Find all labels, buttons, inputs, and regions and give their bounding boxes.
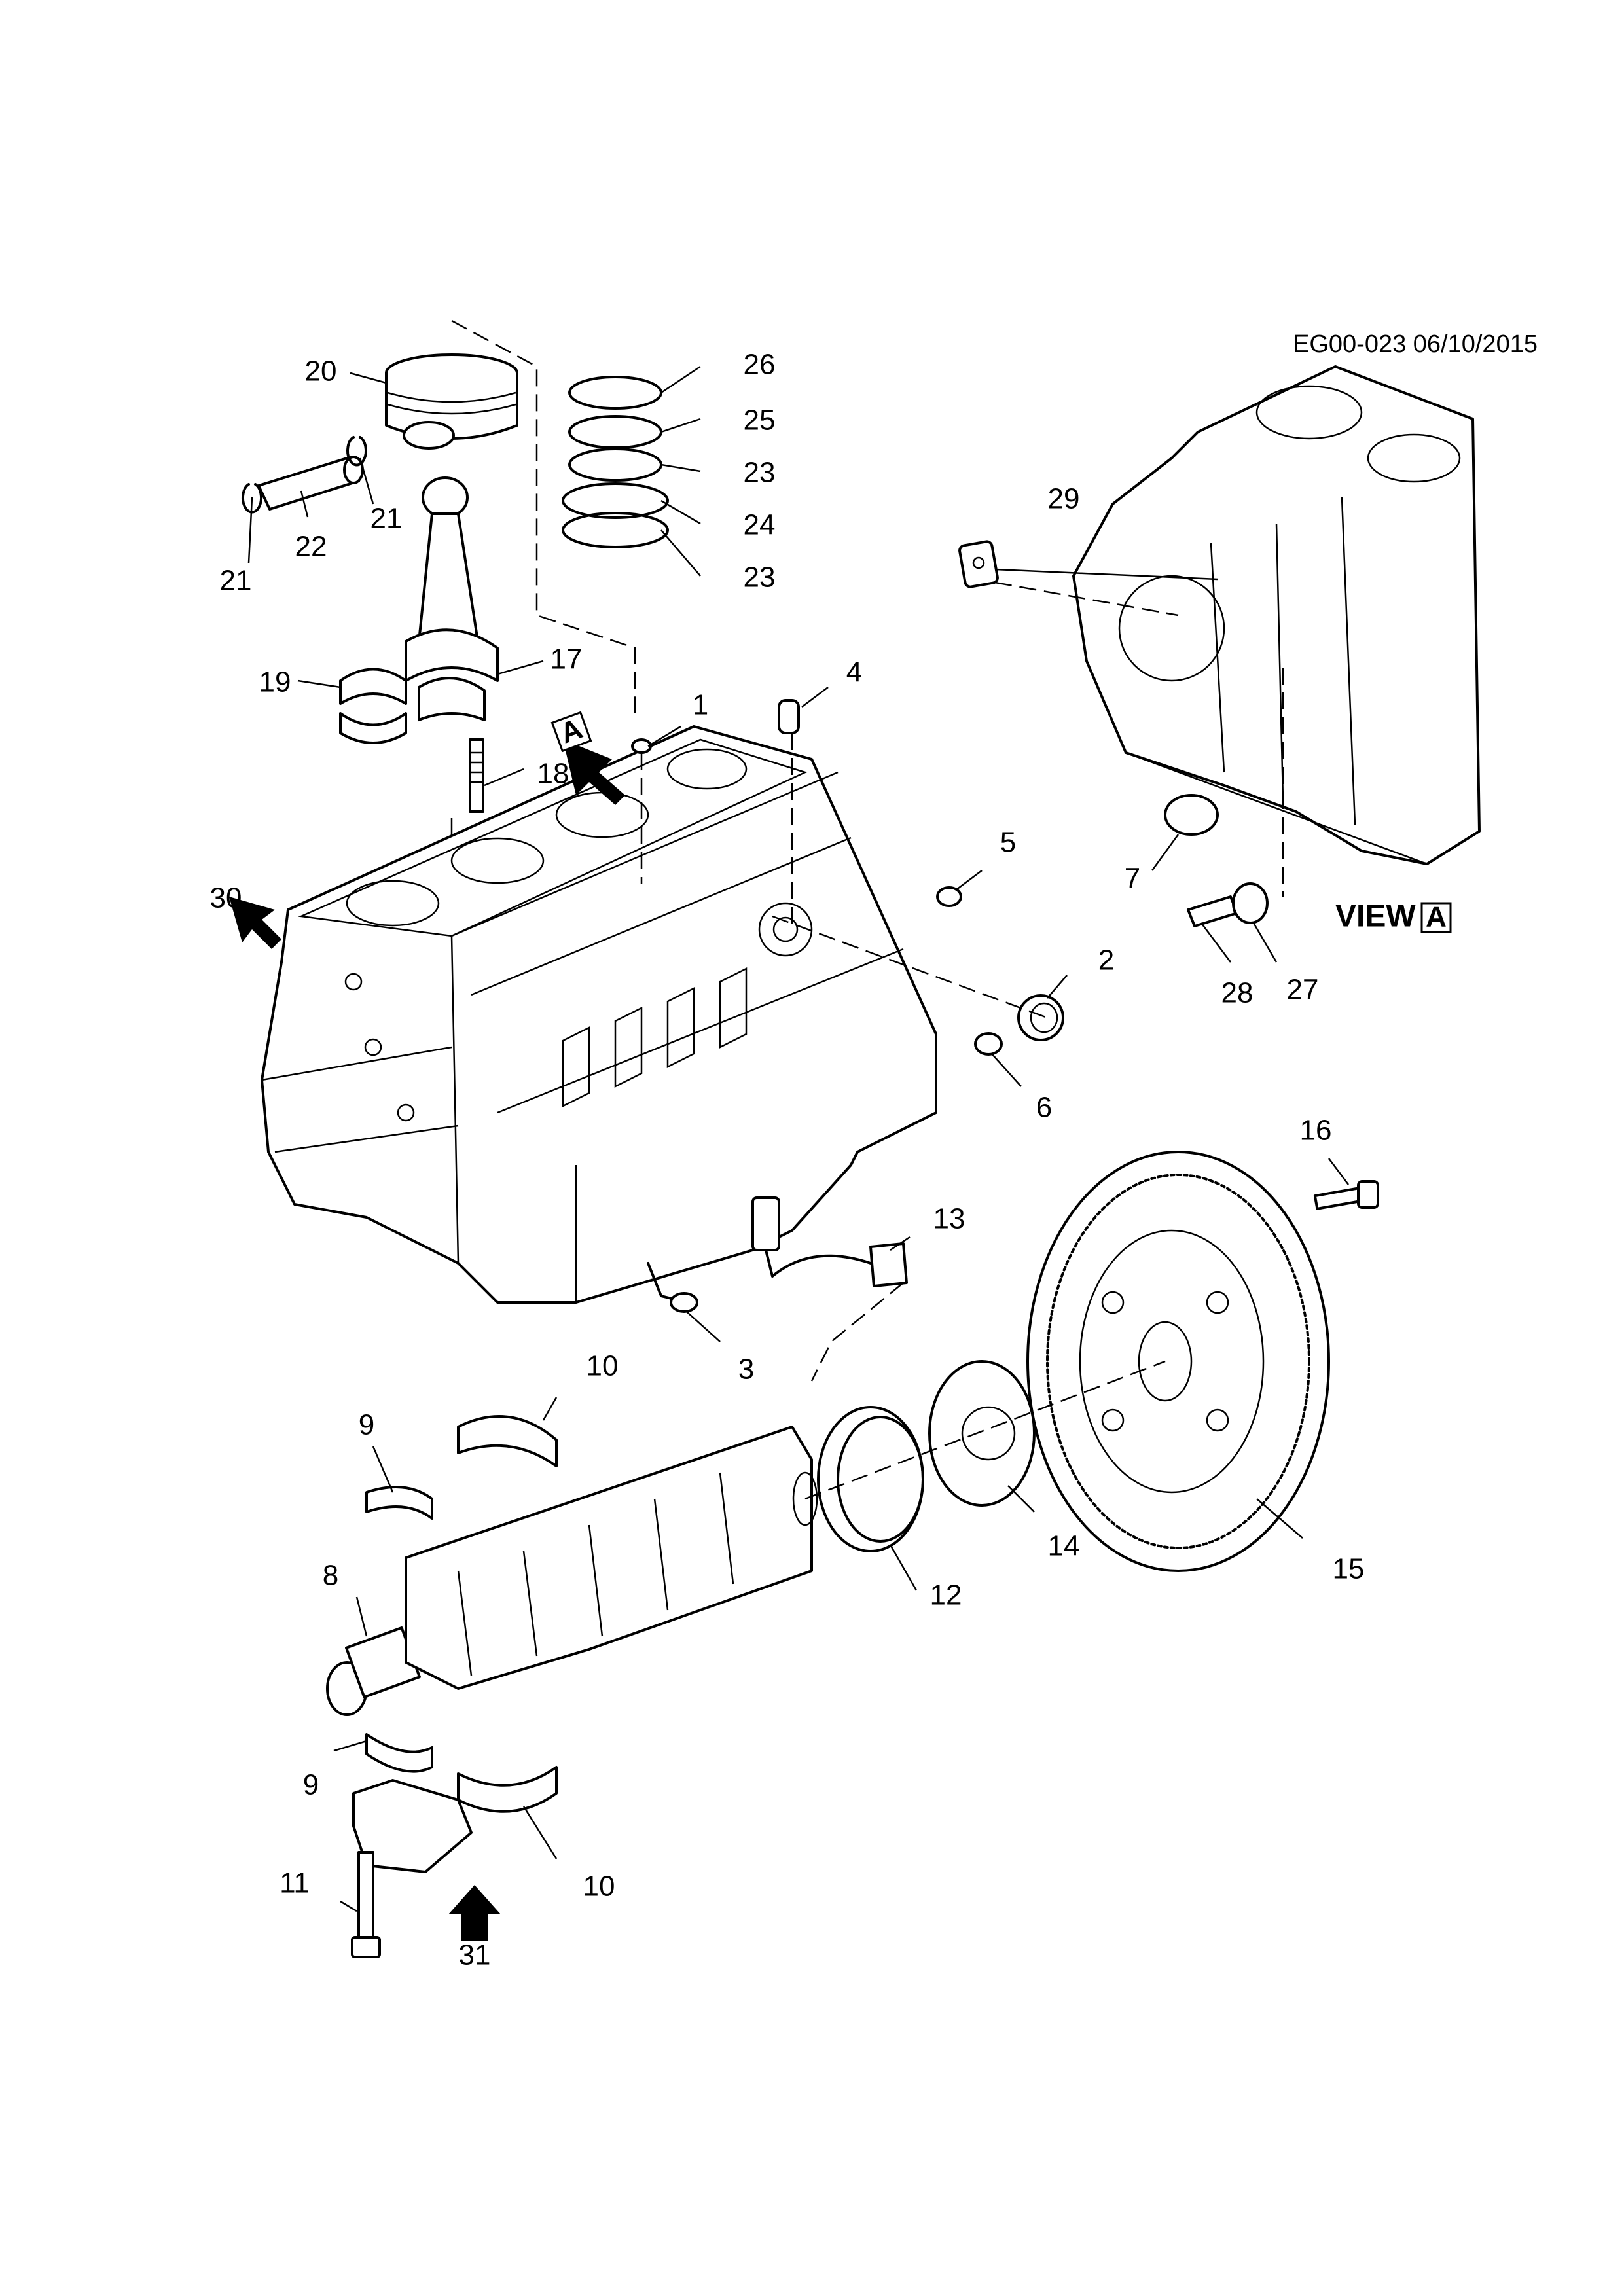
reluctor-plate-illustration: [928, 1360, 1036, 1507]
view-a-illustration: [958, 365, 1481, 927]
rod-bearing-illustration: [339, 668, 407, 744]
callout-27: 27: [1287, 974, 1319, 1006]
callout-17: 17: [550, 643, 583, 675]
callout-13: 13: [933, 1203, 965, 1235]
main-bearing-illustration: [365, 1415, 558, 1813]
callout-2: 2: [1098, 944, 1114, 977]
callout-1: 1: [693, 689, 708, 721]
plug-illustration: [631, 738, 652, 754]
rear-seal-illustration: [817, 1406, 924, 1552]
crankshaft-illustration: [326, 1426, 818, 1716]
callout-10: 10: [586, 1350, 619, 1382]
callout-9: 9: [359, 1409, 374, 1441]
callout-11: 11: [280, 1867, 310, 1899]
callout-14: 14: [1048, 1530, 1080, 1562]
assembly-line: [994, 581, 1179, 617]
connecting-rod-illustration: [405, 476, 499, 721]
direction-arrow-30: [229, 897, 281, 949]
view-a-caption: VIEW: [1335, 899, 1416, 934]
callout-31: 31: [459, 1939, 491, 1971]
callout-16: 16: [1300, 1115, 1332, 1147]
view-a-badge: [1420, 902, 1452, 933]
callout-21: 21: [370, 503, 403, 535]
callout-15: 15: [1333, 1553, 1365, 1585]
callout-26: 26: [744, 349, 776, 381]
callout-7: 7: [1125, 863, 1140, 895]
callout-4: 4: [846, 656, 862, 689]
callout-23: 23: [744, 457, 776, 489]
bushing-illustration: [936, 886, 1003, 1056]
knock-sensor-illustration: [647, 1262, 698, 1313]
callout-9: 9: [303, 1769, 319, 1801]
direction-arrow-31: [448, 1885, 501, 1941]
callout-22: 22: [295, 531, 327, 563]
piston-pin-illustration: [257, 456, 364, 511]
rod-bolt-illustration: [469, 738, 484, 813]
main-bolt-illustration: [351, 1851, 381, 1958]
callout-24: 24: [744, 509, 776, 541]
piston-illustration: [385, 353, 518, 450]
callout-5: 5: [1000, 827, 1016, 859]
callout-23: 23: [744, 562, 776, 594]
callout-19: 19: [259, 666, 291, 698]
callout-29: 29: [1048, 483, 1080, 515]
callout-6: 6: [1036, 1092, 1052, 1124]
flywheel-bolt-illustration: [1313, 1180, 1379, 1210]
dowel-pin-illustration: [778, 699, 800, 734]
callout-8: 8: [323, 1560, 338, 1592]
callout-10: 10: [583, 1871, 615, 1903]
view-a-letter: A: [1426, 901, 1447, 933]
engine-block-illustration: [261, 725, 937, 1304]
view-a-arrow: A: [550, 711, 625, 805]
callout-12: 12: [930, 1579, 962, 1611]
callout-21: 21: [220, 565, 252, 597]
callout-3: 3: [738, 1354, 754, 1386]
assembly-line: [451, 319, 636, 713]
flywheel-illustration: [1026, 1151, 1330, 1572]
callout-25: 25: [744, 404, 776, 437]
crank-sensor-harness-illustration: [751, 1196, 908, 1287]
assembly-line: [810, 1282, 904, 1382]
callout-18: 18: [537, 758, 569, 790]
callout-20: 20: [305, 355, 337, 387]
leader-lines: [247, 365, 1349, 1912]
main-cap-illustration: [352, 1779, 473, 1873]
callout-28: 28: [1221, 977, 1254, 1009]
assembly-line: [804, 1360, 1166, 1500]
piston-ring-set-illustration: [562, 376, 669, 548]
seal-illustration: [1017, 994, 1064, 1041]
callout-30: 30: [210, 882, 242, 914]
drawing-reference: EG00-023 06/10/2015: [1293, 331, 1538, 358]
